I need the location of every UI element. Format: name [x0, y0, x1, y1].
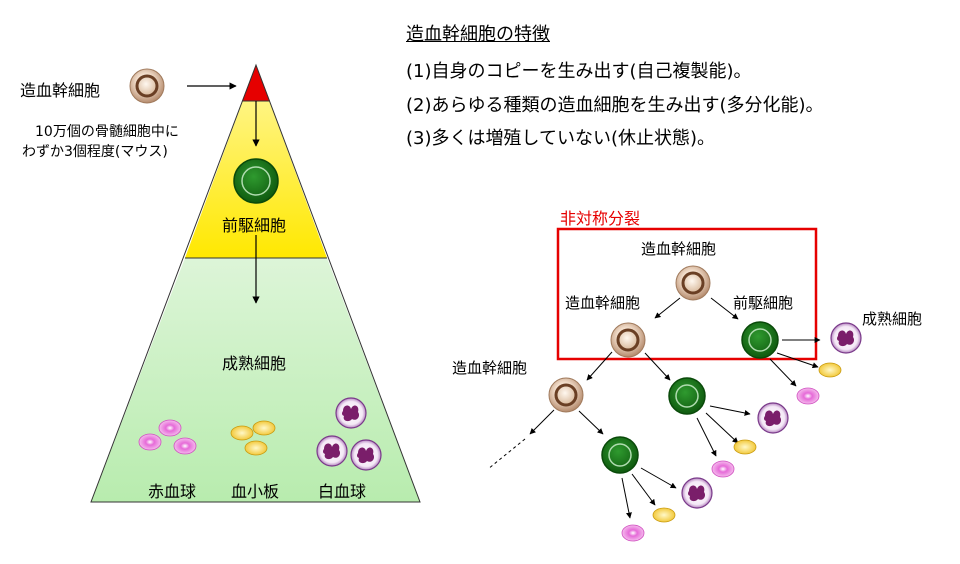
arrow-p2-rbc — [696, 417, 717, 457]
plt2-icon — [733, 439, 757, 455]
feature-item-3: (3)多くは増殖していない(休止状態)。 — [406, 128, 716, 149]
mature-platelet-cell-icon — [818, 362, 842, 378]
division-progenitor-label: 前駆細胞 — [733, 294, 794, 312]
wbc2-icon — [757, 402, 789, 434]
arrow-p3-plt — [631, 473, 656, 506]
arrow-dhsc-to-progenitor — [644, 352, 671, 381]
arrow-next-continue — [529, 409, 555, 435]
arrow-next-to-progenitor — [578, 410, 604, 435]
arrow-p3-wbc — [640, 467, 677, 489]
progenitor2-cell-icon — [668, 377, 706, 415]
hsc-cell-icon — [128, 67, 166, 105]
plt3-icon — [652, 507, 676, 523]
hsc-note-line2: わずか3個程度(マウス) — [22, 144, 168, 160]
progenitor3-cell-icon — [601, 436, 639, 474]
division-daughter-hsc-label: 造血幹細胞 — [565, 294, 641, 312]
arrow-p3-rbc — [621, 477, 632, 519]
feature-item-1: (1)自身のコピーを生み出す(自己複製能)。 — [406, 61, 752, 82]
wbc3-icon — [681, 477, 713, 509]
daughter-hsc-cell-icon — [609, 321, 647, 359]
arrow-prog1-to-rbc — [769, 358, 797, 387]
wbc-label: 白血球 — [318, 482, 367, 501]
rbc2-icon — [711, 460, 735, 478]
mature-rbc-cell-icon — [796, 387, 820, 405]
continuation-dashed-line — [487, 438, 526, 470]
mature-wbc-cell-icon — [830, 322, 862, 354]
asymmetric-division-title: 非対称分裂 — [560, 209, 641, 228]
progenitor-cell-icon — [233, 158, 279, 204]
pyramid-hsc-label: 造血幹細胞 — [20, 81, 101, 100]
arrow-top-to-hsc — [654, 297, 681, 319]
rbc3-icon — [621, 524, 645, 542]
asymmetric-division-box — [556, 227, 818, 361]
mature-label: 成熟細胞 — [222, 354, 287, 373]
rbc-label: 赤血球 — [148, 482, 197, 501]
top-hsc-cell-icon — [674, 264, 712, 302]
arrow-prog1-to-plt — [776, 352, 819, 369]
division-next-hsc-label: 造血幹細胞 — [452, 359, 528, 377]
arrow-p2-wbc — [709, 405, 751, 416]
division-top-hsc-label: 造血幹細胞 — [641, 240, 717, 258]
arrow-top-to-progenitor — [710, 297, 739, 320]
hsc-note-line1: 10万個の骨髄細胞中に — [35, 124, 179, 140]
features-title: 造血幹細胞の特徴 — [406, 24, 550, 45]
daughter-progenitor-cell-icon — [741, 321, 779, 359]
division-mature-label: 成熟細胞 — [862, 310, 923, 328]
progenitor-label: 前駆細胞 — [222, 216, 287, 235]
next-hsc-cell-icon — [547, 376, 585, 414]
platelet-label: 血小板 — [231, 482, 280, 501]
feature-item-2: (2)あらゆる種類の造血細胞を生み出す(多分化能)。 — [406, 95, 824, 116]
arrow-dhsc-to-hsc — [586, 351, 613, 381]
arrow-p2-plt — [705, 412, 739, 444]
